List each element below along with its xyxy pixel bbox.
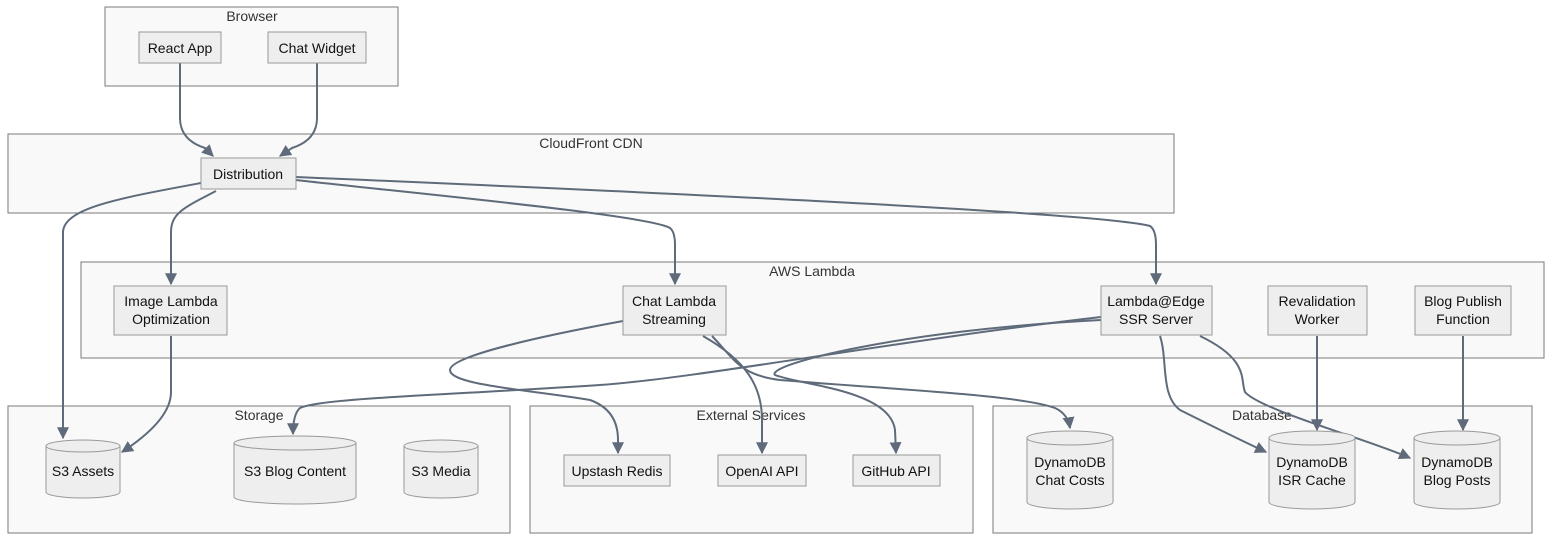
cluster-storage-label: Storage (234, 407, 283, 423)
edge-distribution-to-chat-lambda (295, 179, 681, 286)
edge-image-lambda-to-s3-assets (120, 336, 172, 453)
node-github-label: GitHub API (861, 463, 930, 479)
node-chat-widget-label: Chat Widget (278, 40, 355, 56)
cluster-browser-label: Browser (226, 8, 278, 24)
node-s3-media-label: S3 Media (411, 463, 470, 479)
node-chat-widget: Chat Widget (267, 31, 367, 64)
node-github-api: GitHub API (852, 454, 941, 487)
node-s3-blog-content-label: S3 Blog Content (244, 463, 346, 479)
node-image-lambda-line2: Optimization (132, 311, 210, 327)
node-lambda-edge-line1: Lambda@Edge (1107, 293, 1205, 309)
node-distribution-label: Distribution (213, 166, 283, 182)
node-distribution: Distribution (200, 157, 297, 190)
node-ddb-blog-line1: DynamoDB (1421, 454, 1493, 470)
edges (57, 63, 1469, 460)
node-revalidation-line2: Worker (1295, 311, 1340, 327)
node-blog-publish-line1: Blog Publish (1424, 293, 1502, 309)
cluster-cloudfront-cdn: CloudFront CDN (7, 133, 1175, 214)
node-chat-lambda-line2: Streaming (642, 311, 706, 327)
node-openai-api: OpenAI API (717, 454, 807, 487)
edge-lambda-edge-to-ddb-blog (1199, 335, 1412, 460)
node-ddb-blog-line2: Blog Posts (1424, 472, 1491, 488)
node-ddb-chat-costs: DynamoDB Chat Costs (1026, 430, 1114, 510)
node-ddb-isr-line1: DynamoDB (1276, 454, 1348, 470)
node-chat-lambda-line1: Chat Lambda (632, 293, 716, 309)
node-openai-label: OpenAI API (725, 463, 798, 479)
cluster-database-label: Database (1232, 407, 1292, 423)
node-react-app: React App (138, 31, 222, 64)
node-blog-publish: Blog Publish Function (1414, 285, 1512, 336)
node-upstash-label: Upstash Redis (571, 463, 662, 479)
node-upstash-redis: Upstash Redis (563, 454, 671, 487)
node-ddb-blog-posts: DynamoDB Blog Posts (1413, 430, 1501, 510)
node-s3-assets-label: S3 Assets (52, 463, 114, 479)
edge-distribution-to-image-lambda (165, 190, 217, 286)
edge-lambda-edge-to-ddb-isr (1159, 335, 1268, 453)
node-s3-assets: S3 Assets (45, 439, 121, 499)
node-ddb-chat-line2: Chat Costs (1035, 472, 1104, 488)
node-lambda-edge-line2: SSR Server (1119, 311, 1193, 327)
edge-chat-widget-to-distribution (279, 63, 318, 157)
edge-chat-lambda-to-upstash (448, 320, 624, 455)
edge-react-app-to-distribution (179, 63, 214, 157)
node-chat-lambda: Chat Lambda Streaming (622, 285, 727, 336)
node-s3-media: S3 Media (403, 439, 479, 499)
node-revalidation-worker: Revalidation Worker (1267, 285, 1368, 336)
node-ddb-isr-line2: ISR Cache (1278, 472, 1346, 488)
edge-distribution-to-s3-assets (57, 182, 202, 440)
edge-distribution-to-lambda-edge (295, 176, 1162, 286)
node-ddb-isr-cache: DynamoDB ISR Cache (1268, 430, 1356, 510)
edge-lambda-edge-to-s3-blog-content (287, 316, 1102, 436)
node-blog-publish-line2: Function (1436, 311, 1490, 327)
node-image-lambda: Image Lambda Optimization (113, 285, 228, 336)
node-s3-blog-content: S3 Blog Content (233, 435, 357, 505)
edge-chat-lambda-to-openai (702, 335, 768, 455)
cluster-cdn-label: CloudFront CDN (539, 135, 642, 151)
node-image-lambda-line1: Image Lambda (124, 293, 218, 309)
node-revalidation-line1: Revalidation (1278, 293, 1355, 309)
edge-chat-lambda-to-ddb-chat-costs (711, 335, 1075, 430)
cluster-external-label: External Services (697, 407, 806, 423)
node-react-app-label: React App (148, 40, 213, 56)
cluster-lambda-label: AWS Lambda (769, 263, 855, 279)
node-lambda-edge: Lambda@Edge SSR Server (1100, 285, 1213, 336)
edge-lambda-edge-to-github (773, 319, 1102, 455)
node-ddb-chat-line1: DynamoDB (1034, 454, 1106, 470)
